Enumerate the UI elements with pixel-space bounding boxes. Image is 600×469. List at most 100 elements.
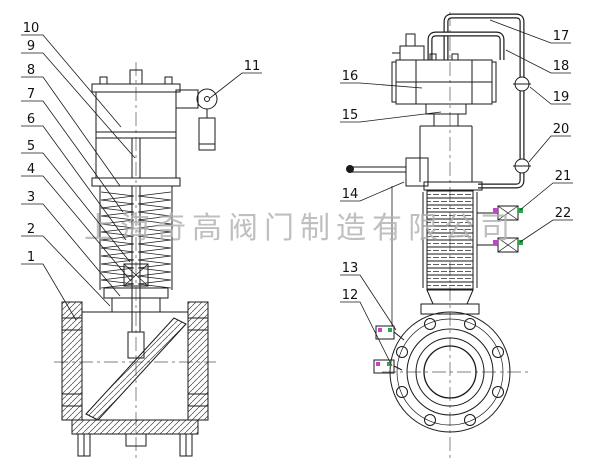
leader-line-2 bbox=[21, 235, 111, 307]
leader-line-11 bbox=[209, 72, 262, 99]
leader-line-16 bbox=[340, 82, 423, 89]
leader-line-21 bbox=[519, 182, 573, 211]
valve-disc bbox=[127, 331, 145, 359]
bolt-hole bbox=[424, 318, 436, 330]
seat-partition bbox=[85, 317, 187, 421]
mark-12-a bbox=[376, 362, 380, 366]
callout-label-20: 20 bbox=[553, 122, 570, 137]
bolt-hole bbox=[492, 346, 504, 358]
callout-label-12: 12 bbox=[342, 288, 359, 303]
callout-label-6: 6 bbox=[27, 112, 35, 127]
callout-label-3: 3 bbox=[27, 190, 35, 205]
limit-switch-blocks bbox=[477, 205, 523, 253]
callout-label-8: 8 bbox=[27, 63, 35, 78]
actuator-cylinder bbox=[91, 69, 181, 187]
bellows-stack bbox=[420, 181, 483, 315]
callout-label-18: 18 bbox=[553, 59, 570, 74]
leader-line-5 bbox=[21, 152, 131, 263]
callout-label-16: 16 bbox=[342, 69, 359, 84]
callout-5: 5 bbox=[21, 139, 131, 263]
callout-label-13: 13 bbox=[342, 261, 359, 276]
leader-line-8 bbox=[21, 76, 121, 187]
callout-label-4: 4 bbox=[27, 162, 35, 177]
positioner-device bbox=[175, 88, 218, 151]
watermark-text: 上海奇高阀门制造有限公司 bbox=[84, 211, 516, 246]
leader-line-7 bbox=[21, 100, 124, 213]
callout-11: 11 bbox=[209, 59, 262, 99]
callout-6: 6 bbox=[21, 112, 127, 241]
callout-label-2: 2 bbox=[27, 222, 35, 237]
mark-21-right bbox=[518, 208, 523, 213]
valve-body bbox=[61, 301, 209, 457]
ball-valve-face bbox=[389, 311, 511, 433]
leader-line-20 bbox=[528, 135, 571, 163]
callout-12: 12 bbox=[340, 288, 393, 367]
callout-3: 3 bbox=[21, 190, 121, 297]
spring-left bbox=[100, 191, 135, 289]
left-valve-view bbox=[54, 62, 218, 462]
callouts-layer: 10 9 8 7 6 5 4 3 2 1 11 16 15 14 13 12 1… bbox=[21, 19, 573, 367]
callout-17: 17 bbox=[489, 19, 571, 44]
callout-13: 13 bbox=[340, 261, 397, 331]
callout-18: 18 bbox=[505, 49, 571, 74]
bolt-hole bbox=[464, 318, 476, 330]
mark-21-left bbox=[493, 208, 498, 213]
callout-16: 16 bbox=[340, 69, 423, 89]
callout-8: 8 bbox=[21, 63, 121, 187]
leader-line-10 bbox=[21, 34, 122, 128]
leader-line-12 bbox=[340, 301, 393, 367]
callout-14: 14 bbox=[340, 181, 405, 202]
leader-line-19 bbox=[529, 86, 571, 105]
callout-21: 21 bbox=[519, 169, 573, 211]
bolt-hole bbox=[396, 346, 408, 358]
callout-4: 4 bbox=[21, 162, 132, 282]
side-fittings bbox=[373, 325, 405, 374]
bonnet bbox=[103, 287, 169, 313]
mark-13-a bbox=[378, 328, 382, 332]
bolt-hole bbox=[396, 386, 408, 398]
air-piping bbox=[427, 13, 531, 189]
callout-22: 22 bbox=[519, 206, 573, 243]
leader-line-18 bbox=[505, 49, 571, 74]
bolt-hole bbox=[492, 386, 504, 398]
spring-right bbox=[137, 191, 172, 289]
callout-9: 9 bbox=[21, 39, 136, 159]
callout-label-14: 14 bbox=[342, 187, 359, 202]
lever-ball-end bbox=[346, 165, 354, 173]
leader-line-13 bbox=[340, 274, 397, 331]
right-valve-view bbox=[346, 12, 531, 462]
callout-label-22: 22 bbox=[555, 206, 572, 221]
leader-line-4 bbox=[21, 175, 132, 282]
leader-line-3 bbox=[21, 203, 121, 297]
solenoid-valve bbox=[392, 33, 425, 61]
mark-22-left bbox=[493, 240, 498, 245]
leader-line-6 bbox=[21, 125, 127, 241]
callout-label-9: 9 bbox=[27, 39, 35, 54]
leader-line-9 bbox=[21, 52, 136, 159]
bracket-lever bbox=[346, 125, 473, 326]
mark-22-right bbox=[518, 240, 523, 245]
callout-label-21: 21 bbox=[555, 169, 572, 184]
leader-line-22 bbox=[519, 219, 573, 243]
callout-15: 15 bbox=[340, 108, 442, 123]
callout-label-15: 15 bbox=[342, 108, 359, 123]
leader-line-14 bbox=[340, 181, 405, 202]
callout-1: 1 bbox=[21, 250, 77, 321]
bolt-hole bbox=[424, 414, 436, 426]
mark-13-b bbox=[388, 328, 392, 332]
callout-label-19: 19 bbox=[553, 90, 570, 105]
callout-label-11: 11 bbox=[244, 59, 261, 74]
leader-line-17 bbox=[489, 19, 571, 44]
mark-12-b bbox=[387, 362, 391, 366]
callout-19: 19 bbox=[529, 86, 571, 105]
callout-label-1: 1 bbox=[27, 250, 35, 265]
leader-line-15 bbox=[340, 111, 442, 123]
callout-label-7: 7 bbox=[27, 87, 35, 102]
callout-20: 20 bbox=[528, 122, 571, 163]
bolt-hole bbox=[464, 414, 476, 426]
leader-line-1 bbox=[21, 263, 77, 321]
pneumatic-actuator bbox=[391, 53, 497, 127]
callout-10: 10 bbox=[21, 21, 122, 128]
callout-7: 7 bbox=[21, 87, 124, 213]
